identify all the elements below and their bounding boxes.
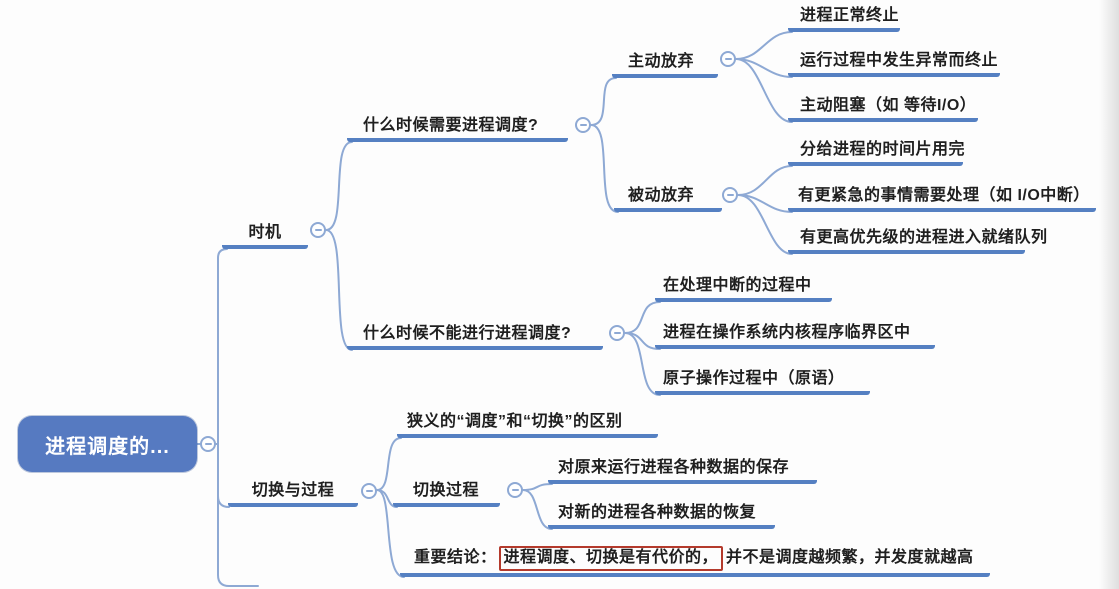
node-label: 对原来运行进程各种数据的保存 [558, 459, 790, 476]
node-label: 什么时候需要进程调度? [363, 117, 539, 134]
collapse-toggle-root[interactable] [200, 436, 216, 452]
node-label: 对新的进程各种数据的恢复 [558, 504, 757, 521]
collapse-toggle-when-not[interactable] [609, 325, 625, 341]
node-timing[interactable]: 时机 [222, 223, 308, 249]
collapse-toggle-timing[interactable] [310, 222, 326, 238]
node-passive-item-3[interactable]: 有更高优先级的进程进入就绪队列 [788, 228, 1047, 254]
minus-icon [724, 58, 732, 60]
node-label: 原子操作过程中（原语） [663, 370, 845, 387]
collapse-toggle-active[interactable] [720, 51, 736, 67]
minus-icon [365, 490, 373, 492]
node-switch-item-1[interactable]: 对原来运行进程各种数据的保存 [548, 458, 817, 484]
node-label: 分给进程的时间片用完 [800, 141, 966, 158]
node-label: 有更紧急的事情需要处理（如 I/O中断） [798, 187, 1090, 204]
node-switch-process[interactable]: 切换过程 [393, 481, 500, 507]
node-when-not-item-3[interactable]: 原子操作过程中（原语） [655, 369, 870, 395]
node-passive-item-2[interactable]: 有更紧急的事情需要处理（如 I/O中断） [788, 186, 1096, 212]
node-label: 在处理中断的过程中 [663, 277, 812, 294]
node-active-give-up[interactable]: 主动放弃 [612, 52, 718, 78]
node-active-item-2[interactable]: 运行过程中发生异常而终止 [788, 51, 1000, 77]
node-active-item-3[interactable]: 主动阻塞（如 等待I/O） [788, 96, 978, 122]
minus-icon [726, 194, 734, 196]
minus-icon [204, 443, 212, 445]
collapse-toggle-passive[interactable] [722, 187, 738, 203]
node-label: 运行过程中发生异常而终止 [800, 52, 999, 69]
node-label: 什么时候不能进行进程调度? [363, 325, 572, 342]
node-label: 被动放弃 [628, 187, 695, 204]
node-passive-item-1[interactable]: 分给进程的时间片用完 [788, 140, 966, 166]
node-conclusion[interactable]: 重要结论：进程调度、切换是有代价的，并不是调度越频繁，并发度就越高 [400, 546, 990, 577]
collapse-toggle-switching-branch[interactable] [361, 483, 377, 499]
node-label: 切换过程 [413, 482, 480, 499]
collapse-toggle-when-need[interactable] [575, 117, 591, 133]
node-switch-item-2[interactable]: 对新的进程各种数据的恢复 [548, 503, 775, 529]
conclusion-prefix: 重要结论： [414, 549, 497, 566]
node-label: 有更高优先级的进程进入就绪队列 [800, 229, 1048, 246]
node-when-not-item-1[interactable]: 在处理中断的过程中 [655, 276, 832, 302]
minus-icon [314, 229, 322, 231]
conclusion-highlight-red-box: 进程调度、切换是有代价的， [498, 546, 724, 571]
minus-icon [579, 124, 587, 126]
node-when-not-scheduling[interactable]: 什么时候不能进行进程调度? [347, 324, 603, 350]
minus-icon [511, 489, 519, 491]
node-when-not-item-2[interactable]: 进程在操作系统内核程序临界区中 [655, 323, 935, 349]
node-root[interactable]: 进程调度的... [18, 416, 197, 472]
node-when-need-scheduling[interactable]: 什么时候需要进程调度? [347, 116, 568, 142]
node-label: 狭义的“调度”和“切换”的区别 [407, 413, 623, 430]
node-active-item-1[interactable]: 进程正常终止 [788, 6, 900, 32]
conclusion-rest: 并不是调度越频繁，并发度就越高 [726, 549, 974, 566]
node-label: 进程在操作系统内核程序临界区中 [663, 324, 911, 341]
node-label: 时机 [248, 224, 282, 241]
node-passive-give-up[interactable]: 被动放弃 [614, 186, 722, 212]
minus-icon [613, 332, 621, 334]
node-label: 主动阻塞（如 等待I/O） [800, 97, 977, 114]
node-label: 切换与过程 [251, 482, 335, 499]
node-label: 进程正常终止 [800, 7, 900, 24]
node-narrow-sense-difference[interactable]: 狭义的“调度”和“切换”的区别 [397, 412, 658, 438]
collapse-toggle-switch-process[interactable] [507, 482, 523, 498]
node-switching-branch[interactable]: 切换与过程 [228, 481, 358, 507]
root-label: 进程调度的... [45, 435, 170, 458]
node-label: 主动放弃 [628, 53, 695, 70]
